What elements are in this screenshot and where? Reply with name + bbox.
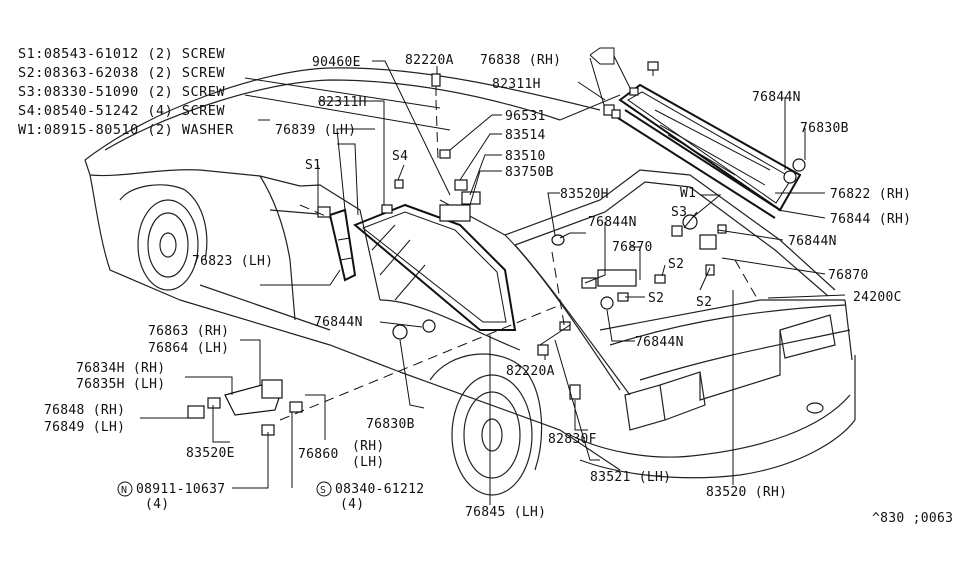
diagram-id: ^830 ;0063 (872, 511, 953, 526)
label-76830b-top: 76830B (800, 121, 849, 136)
callout-s1: S1 (305, 158, 321, 173)
label-76835h-lh: 76835H (LH) (76, 377, 165, 392)
label-76844n-c: 76844N (314, 315, 363, 330)
s-symbol-circle (316, 481, 332, 497)
label-24200c: 24200C (853, 290, 902, 305)
callout-s4: S4 (392, 149, 408, 164)
screw-callouts: S1 S4 W1 S3 S2 S2 S2 N S (117, 149, 712, 497)
label-76822-rh: 76822 (RH) (830, 187, 911, 202)
callout-w1: W1 (680, 186, 696, 201)
label-76870-b: 76870 (828, 268, 869, 283)
screw-legend: S1:08543-61012 (2) SCREW S2:08363-62038 … (18, 46, 234, 138)
label-76823-lh: 76823 (LH) (192, 254, 273, 269)
label-76834h-rh: 76834H (RH) (76, 361, 165, 376)
label-96531: 96531 (505, 109, 546, 124)
label-83521-lh: 83521 (LH) (590, 470, 671, 485)
label-n-part: 08911-10637 (136, 482, 225, 497)
legend-s2: S2:08363-62038 (2) SCREW (18, 65, 225, 81)
legend-s1: S1:08543-61012 (2) SCREW (18, 46, 225, 62)
legend-s4: S4:08540-51242 (4) SCREW (18, 103, 225, 119)
label-76860-rh: (RH) (352, 439, 385, 454)
callout-s-symbol: S (320, 485, 326, 496)
label-83510: 83510 (505, 149, 546, 164)
part-labels: 90460E 82220A 76838 (RH) 82311H 82311H 7… (44, 53, 953, 526)
callout-s2-b: S2 (648, 291, 664, 306)
label-76844-rh: 76844 (RH) (830, 212, 911, 227)
label-83520e: 83520E (186, 446, 235, 461)
label-82311h-right: 82311H (492, 77, 541, 92)
dashed-lines (279, 99, 759, 421)
legend-w1: W1:08915-80510 (2) WASHER (18, 122, 234, 138)
label-82220a-bottom: 82220A (506, 364, 555, 379)
label-82220a-top: 82220A (405, 53, 454, 68)
label-83520h: 83520H (560, 187, 609, 202)
label-76844n-a: 76844N (588, 215, 637, 230)
label-s-qty: (4) (340, 497, 364, 512)
label-s-part: 08340-61212 (335, 482, 424, 497)
callout-s3: S3 (671, 205, 687, 220)
label-76844n-top: 76844N (752, 90, 801, 105)
label-83750b: 83750B (505, 165, 554, 180)
label-76870-a: 76870 (612, 240, 653, 255)
label-90460e: 90460E (312, 55, 361, 70)
label-76844n-d: 76844N (635, 335, 684, 350)
label-n-qty: (4) (145, 497, 169, 512)
label-76848-rh: 76848 (RH) (44, 403, 125, 418)
small-parts (187, 61, 806, 436)
label-76839-lh: 76839 (LH) (275, 123, 356, 138)
label-82830f: 82830F (548, 432, 597, 447)
label-76860-lh: (LH) (352, 455, 385, 470)
label-76863-rh: 76863 (RH) (148, 324, 229, 339)
label-83514: 83514 (505, 128, 546, 143)
label-76838-rh: 76838 (RH) (480, 53, 561, 68)
label-83520-rh: 83520 (RH) (706, 485, 787, 500)
label-76830b-bottom: 76830B (366, 417, 415, 432)
label-76844n-b: 76844N (788, 234, 837, 249)
label-82311h-left: 82311H (318, 95, 367, 110)
car-body-outline (84, 67, 856, 496)
legend-s3: S3:08330-51090 (2) SCREW (18, 84, 225, 100)
callout-s2-a: S2 (668, 257, 684, 272)
callout-s2-c: S2 (696, 295, 712, 310)
label-76849-lh: 76849 (LH) (44, 420, 125, 435)
label-76860: 76860 (298, 447, 339, 462)
callout-n-symbol: N (121, 485, 127, 496)
leader-lines (140, 47, 846, 505)
n-symbol-circle (117, 481, 133, 497)
label-76845-lh: 76845 (LH) (465, 505, 546, 520)
quarter-window (328, 203, 517, 331)
label-76864-lh: 76864 (LH) (148, 341, 229, 356)
